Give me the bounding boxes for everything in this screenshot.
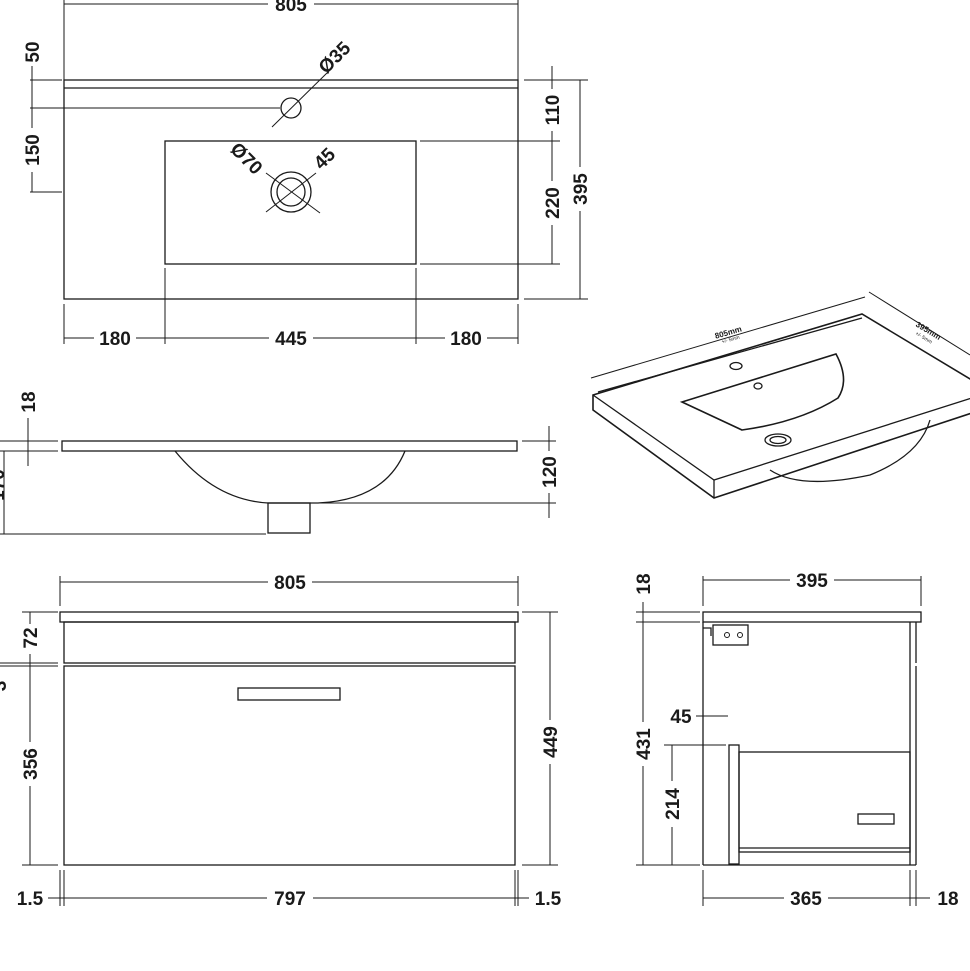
dim-hole-to-bowl: 150 <box>23 134 44 166</box>
dim-right-margin: 180 <box>450 329 482 350</box>
dim-waste-diameter: Ø70 <box>226 139 266 179</box>
dim-bowl-depth: 220 <box>543 187 564 219</box>
bowl-outline <box>164 140 417 265</box>
drawer-handle <box>237 687 341 701</box>
upstand-line <box>597 317 863 393</box>
front-view: 805 72 3 356 449 1.5 797 1.5 <box>0 571 567 910</box>
top-view: 805 Ø35 Ø70 45 50 150 110 220 395 <box>20 0 592 350</box>
tap-hole <box>280 97 302 119</box>
side-view: 395 18 431 45 214 365 18 <box>631 569 964 910</box>
drawer-box <box>738 751 911 853</box>
dim-right-offset: 110 <box>543 95 564 126</box>
drawer-back-panel <box>728 744 740 865</box>
dim-overall-depth: 395 <box>571 173 592 205</box>
bowl-underside <box>769 419 931 483</box>
dim-front-overall-height: 449 <box>541 726 562 758</box>
front-basin-top <box>59 611 519 623</box>
waste-outlet <box>265 171 321 214</box>
front-top-band <box>63 621 516 664</box>
dim-side-overall-depth: 395 <box>796 571 828 592</box>
dim-top-thickness: 18 <box>19 391 40 412</box>
dim-front-drawer-height: 356 <box>21 748 42 780</box>
dim-side-drawer-height: 214 <box>663 788 684 820</box>
tap-hole-leader <box>271 69 331 128</box>
basin-top-section <box>61 440 518 452</box>
dim-side-top-thickness: 18 <box>634 573 655 594</box>
dim-carcass-width: 797 <box>274 889 306 910</box>
dim-right-offset: 1.5 <box>535 889 562 910</box>
dim-tap-hole-diameter: Ø35 <box>315 38 356 79</box>
wall-bracket <box>712 624 749 646</box>
bowl-perspective <box>679 353 845 431</box>
side-basin-top <box>702 611 922 623</box>
dim-bowl-width: 445 <box>275 329 307 350</box>
dim-gap: 3 <box>0 681 11 692</box>
dim-overall-drop: 170 <box>0 469 9 501</box>
dim-top-margin: 50 <box>23 41 44 62</box>
dim-side-back-offset: 18 <box>937 889 958 910</box>
tap-hole-perspective <box>729 361 743 371</box>
dim-bowl-drop: 120 <box>540 456 561 488</box>
bowl-profile <box>174 450 406 504</box>
dim-overall-width: 805 <box>275 0 307 16</box>
dim-perspective-width-tolerance: +/- 5mm <box>721 335 740 346</box>
dim-top-band: 72 <box>21 627 42 648</box>
dim-side-inner-depth: 365 <box>790 889 822 910</box>
dim-front-overall-width: 805 <box>274 573 306 594</box>
front-drawer <box>63 665 516 866</box>
dim-left-margin: 180 <box>99 329 131 350</box>
perspective-view: 805mm +/- 5mm 395mm +/- 5mm <box>590 291 970 499</box>
basin-outline <box>63 79 519 300</box>
dim-side-overall-height: 431 <box>634 728 655 760</box>
side-section-view: 18 170 120 <box>0 388 561 535</box>
waste-perspective <box>764 433 792 447</box>
drawer-runner-handle <box>857 813 895 825</box>
dim-drawer-gap: 45 <box>670 707 692 728</box>
dim-waste-angle: 45 <box>310 144 340 174</box>
dim-left-offset: 1.5 <box>17 889 44 910</box>
waste-spigot <box>267 502 311 534</box>
